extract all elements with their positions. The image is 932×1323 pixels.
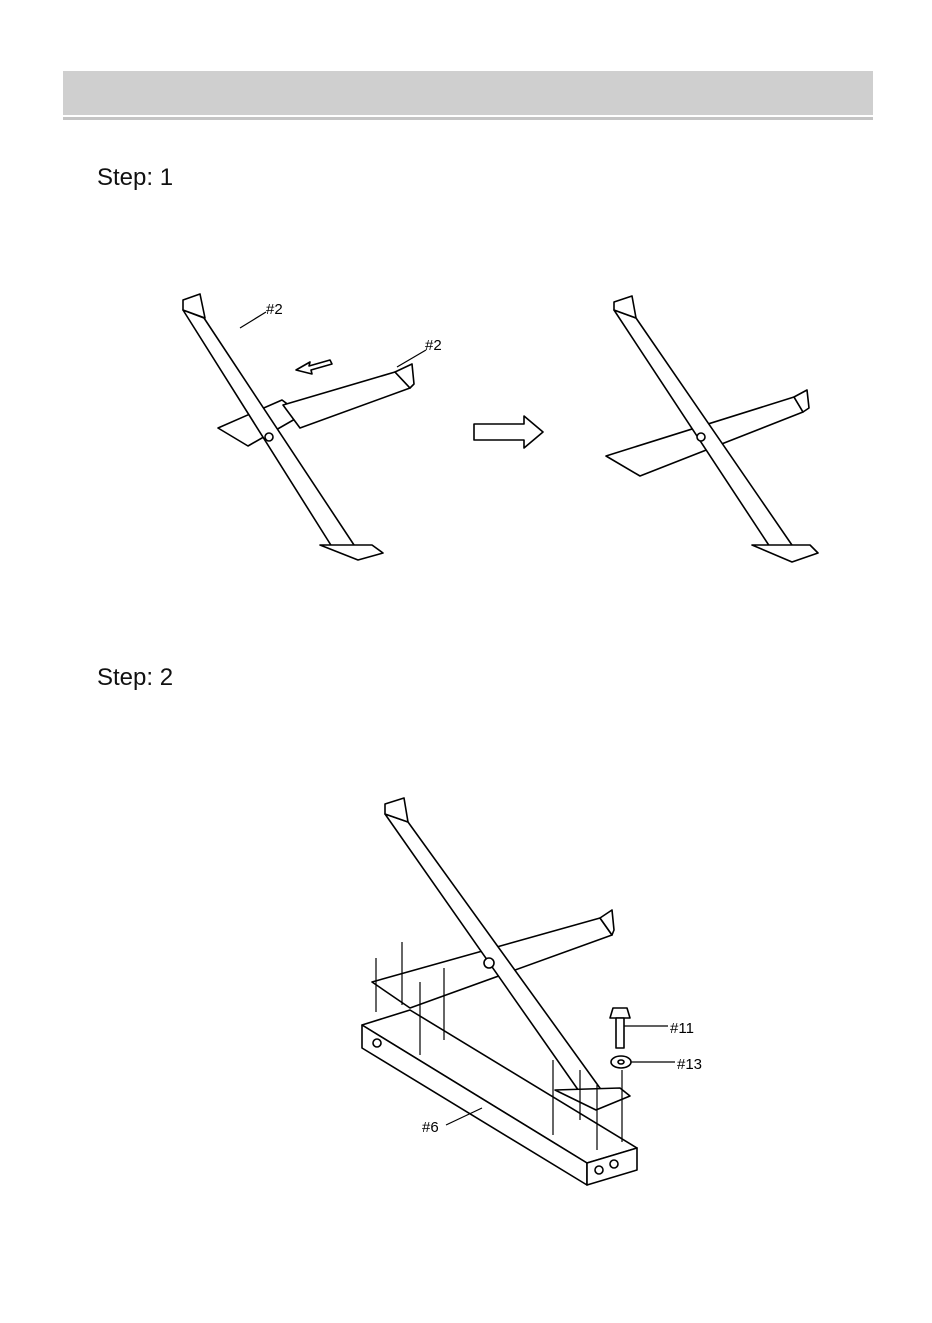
beam-hole-right-b [610, 1160, 618, 1168]
bolt-11: #11 [610, 1008, 694, 1048]
callout-13: #13 [677, 1056, 702, 1073]
callout-11: #11 [670, 1020, 694, 1037]
washer-13: #13 [611, 1056, 702, 1073]
beam-hole-left [373, 1039, 381, 1047]
bolt-hole-center [484, 958, 494, 968]
bolt-shank [616, 1018, 624, 1048]
callout-6: #6 [422, 1119, 439, 1136]
bolt-head [610, 1008, 630, 1018]
beam-hole-right-a [595, 1166, 603, 1174]
